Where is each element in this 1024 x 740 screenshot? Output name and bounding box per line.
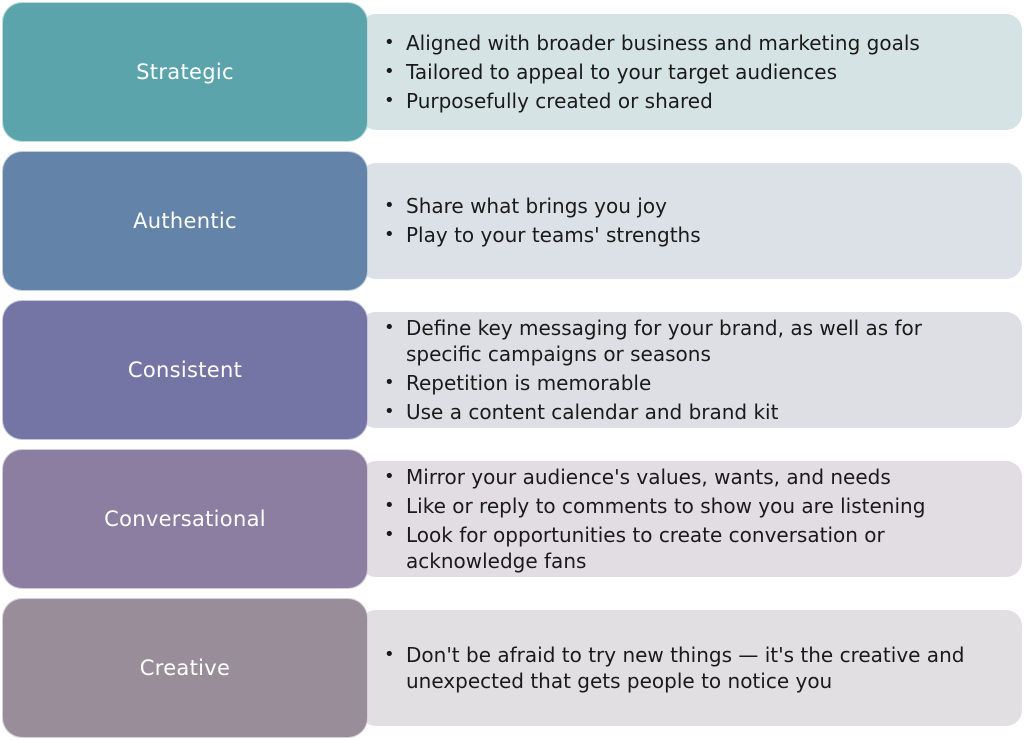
bullet-icon: • bbox=[384, 31, 395, 53]
bullet-list-authentic: •Share what brings you joy •Play to your… bbox=[384, 191, 1002, 251]
panel-authentic: •Share what brings you joy •Play to your… bbox=[360, 163, 1022, 279]
label-box-conversational: Conversational bbox=[2, 449, 368, 589]
bullet-icon: • bbox=[384, 89, 395, 111]
panel-conversational: •Mirror your audience's values, wants, a… bbox=[360, 461, 1022, 577]
label-creative: Creative bbox=[139, 656, 231, 680]
bullet-icon: • bbox=[384, 195, 395, 216]
bullet-list-creative: •Don't be afraid to try new things — it'… bbox=[384, 640, 1002, 697]
bullet-item: •Purposefully created or shared bbox=[384, 88, 713, 113]
bullet-icon: • bbox=[384, 224, 395, 245]
label-authentic: Authentic bbox=[133, 209, 237, 233]
row-authentic: •Share what brings you joy •Play to your… bbox=[0, 151, 1024, 291]
bullet-item: •Play to your teams' strengths bbox=[384, 223, 701, 247]
bullet-list-strategic: •Aligned with broader business and marke… bbox=[384, 28, 1002, 117]
panel-creative: •Don't be afraid to try new things — it'… bbox=[360, 610, 1022, 726]
row-strategic: •Aligned with broader business and marke… bbox=[0, 2, 1024, 142]
bullet-item: •Mirror your audience's values, wants, a… bbox=[384, 464, 891, 489]
row-consistent: •Define key messaging for your brand, as… bbox=[0, 300, 1024, 440]
bullet-icon: • bbox=[384, 523, 395, 545]
label-box-consistent: Consistent bbox=[2, 300, 368, 440]
bullet-icon: • bbox=[384, 465, 395, 487]
bullet-item: •Use a content calendar and brand kit bbox=[384, 399, 779, 424]
bullet-item: •Tailored to appeal to your target audie… bbox=[384, 59, 838, 84]
label-box-creative: Creative bbox=[2, 598, 368, 738]
bullet-item: •Aligned with broader business and marke… bbox=[384, 30, 920, 55]
row-creative: •Don't be afraid to try new things — it'… bbox=[0, 598, 1024, 738]
label-strategic: Strategic bbox=[136, 60, 234, 84]
row-conversational: •Mirror your audience's values, wants, a… bbox=[0, 449, 1024, 589]
bullet-item: •Repetition is memorable bbox=[384, 370, 652, 395]
bullet-icon: • bbox=[384, 400, 395, 422]
bullet-icon: • bbox=[384, 494, 395, 516]
bullet-item: •Look for opportunities to create conver… bbox=[384, 522, 885, 573]
bullet-list-consistent: •Define key messaging for your brand, as… bbox=[384, 313, 1002, 428]
label-conversational: Conversational bbox=[104, 507, 266, 531]
label-box-strategic: Strategic bbox=[2, 2, 368, 142]
bullet-icon: • bbox=[384, 60, 395, 82]
bullet-item: •Like or reply to comments to show you a… bbox=[384, 493, 926, 518]
bullet-icon: • bbox=[384, 371, 395, 393]
bullet-list-conversational: •Mirror your audience's values, wants, a… bbox=[384, 462, 1002, 577]
panel-consistent: •Define key messaging for your brand, as… bbox=[360, 312, 1022, 428]
bullet-item: •Share what brings you joy bbox=[384, 194, 667, 218]
label-box-authentic: Authentic bbox=[2, 151, 368, 291]
bullet-icon: • bbox=[384, 316, 395, 338]
bullet-item: •Define key messaging for your brand, as… bbox=[384, 315, 923, 366]
label-consistent: Consistent bbox=[127, 358, 243, 382]
panel-strategic: •Aligned with broader business and marke… bbox=[360, 14, 1022, 130]
bullet-item: •Don't be afraid to try new things — it'… bbox=[384, 642, 965, 693]
bullet-icon: • bbox=[384, 643, 395, 665]
